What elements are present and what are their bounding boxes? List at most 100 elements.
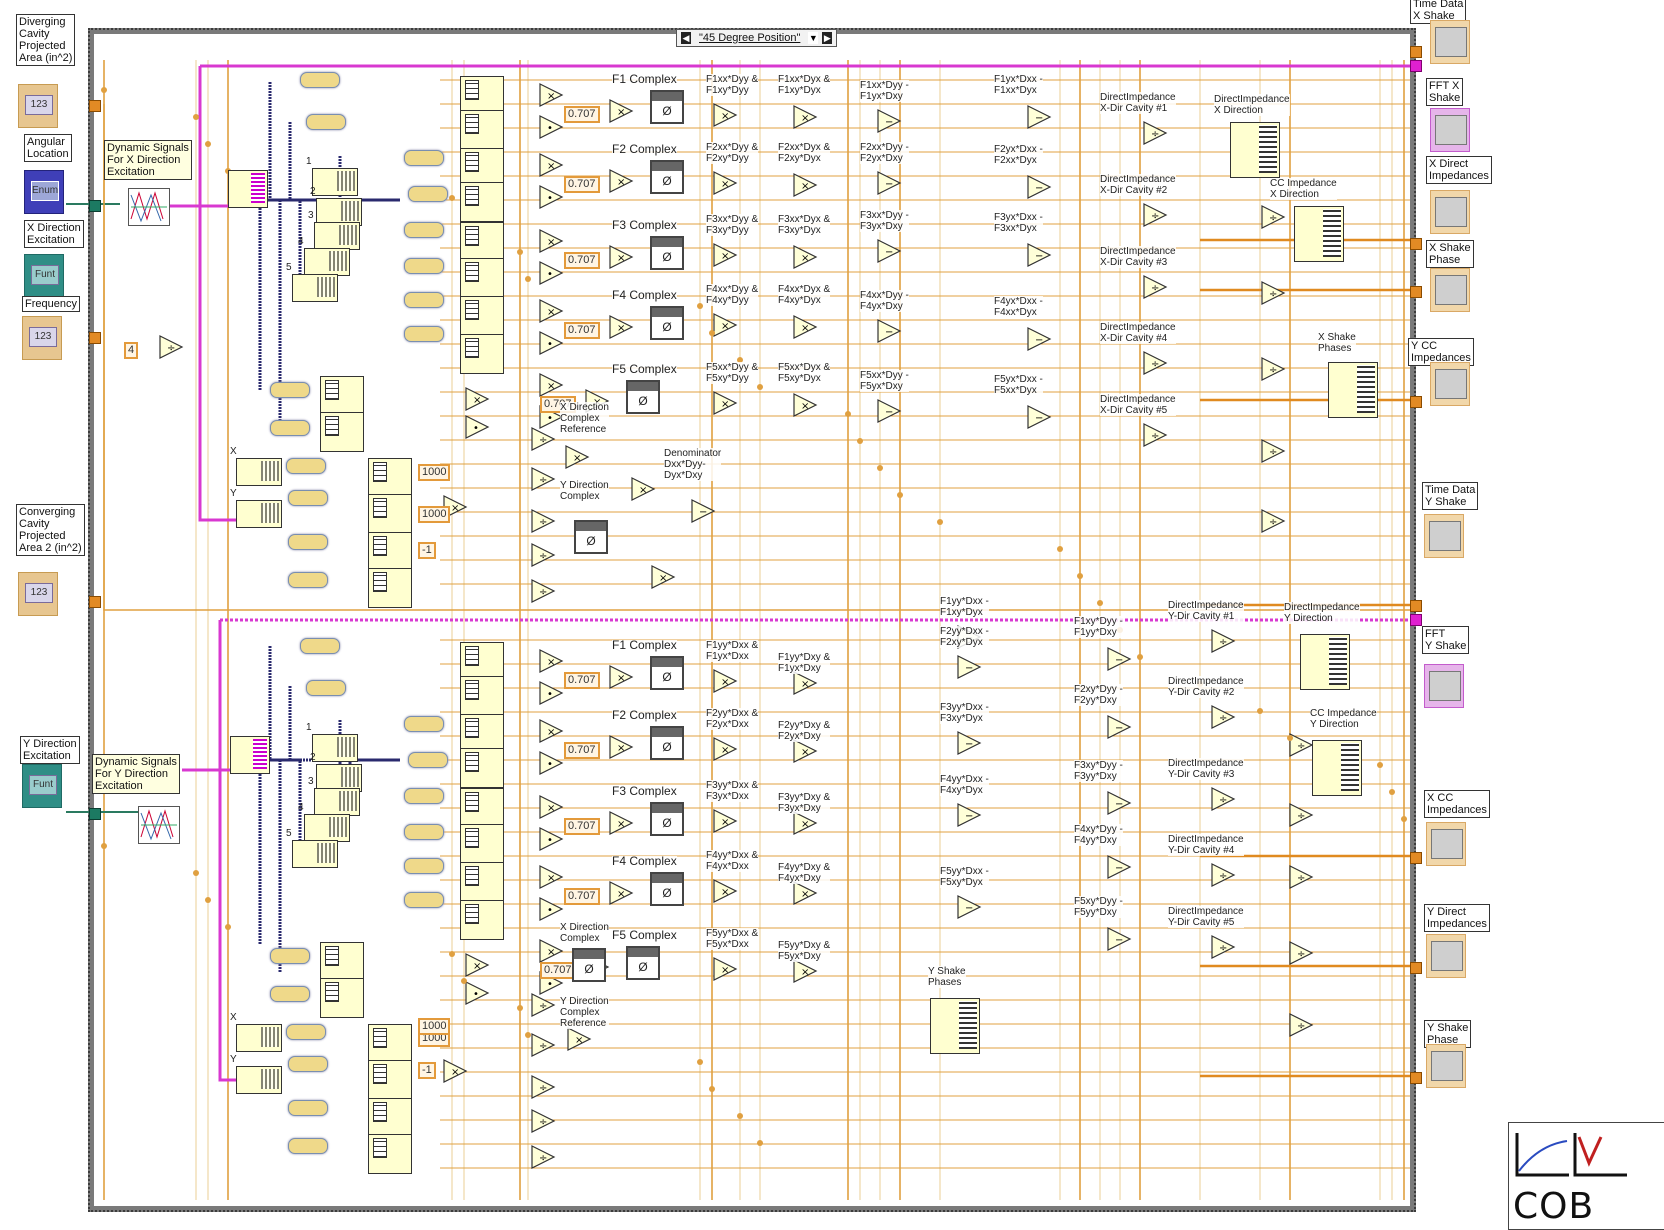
polar-to-complex-node[interactable]: Ø — [626, 380, 660, 414]
multiply-node[interactable]: × — [793, 315, 818, 339]
fft-y-shake-indicator[interactable] — [1424, 664, 1464, 708]
to-double-node[interactable] — [270, 420, 310, 436]
divide-node[interactable]: ÷ — [1211, 863, 1236, 887]
direct-impedance-bundle[interactable] — [1300, 634, 1350, 690]
multiply-node[interactable]: × — [539, 865, 564, 889]
divide-node[interactable]: ÷ — [531, 579, 556, 603]
multiply-node[interactable]: × — [713, 313, 738, 337]
x-direct-impedances-indicator[interactable] — [1430, 190, 1470, 234]
build-array-node[interactable] — [460, 182, 504, 222]
to-double-node[interactable] — [270, 382, 310, 398]
subtract-node[interactable]: − — [1107, 855, 1132, 879]
tunnel[interactable] — [89, 200, 101, 212]
to-double-node[interactable] — [288, 1100, 328, 1116]
negate-node[interactable]: • — [539, 681, 564, 705]
index-array[interactable] — [292, 274, 338, 302]
divide-node[interactable]: ÷ — [531, 1033, 556, 1057]
divide-node[interactable]: ÷ — [1211, 787, 1236, 811]
divide-node[interactable]: ÷ — [159, 335, 184, 359]
to-double-node[interactable] — [408, 186, 448, 202]
polar-to-complex-node[interactable]: Ø — [650, 160, 684, 194]
tunnel[interactable] — [89, 332, 101, 344]
divide-node[interactable]: ÷ — [1289, 733, 1314, 757]
divide-node[interactable]: ÷ — [1261, 439, 1286, 463]
case-selector[interactable]: ◀ "45 Degree Position" ▼ ▶ — [676, 29, 838, 47]
to-double-node[interactable] — [288, 1138, 328, 1154]
multiply-node[interactable]: × — [793, 671, 818, 695]
multiply-node[interactable]: × — [609, 315, 634, 339]
multiply-node[interactable]: × — [565, 445, 590, 469]
multiply-node[interactable]: × — [609, 169, 634, 193]
negate-node[interactable]: • — [539, 827, 564, 851]
dynamic-signals-vi[interactable] — [138, 806, 180, 844]
converging-area-control[interactable]: 123 — [18, 572, 58, 616]
to-double-node[interactable] — [286, 1024, 326, 1040]
multiply-node[interactable]: × — [713, 103, 738, 127]
case-next-arrow-icon[interactable]: ▶ — [822, 32, 833, 44]
to-double-node[interactable] — [404, 858, 444, 874]
multiply-node[interactable]: × — [793, 881, 818, 905]
negate-node[interactable]: • — [539, 897, 564, 921]
build-array-node[interactable] — [460, 748, 504, 788]
subtract-node[interactable]: − — [1027, 327, 1052, 351]
divide-node[interactable]: ÷ — [1143, 203, 1168, 227]
multiply-node[interactable]: × — [793, 173, 818, 197]
multiply-node[interactable]: × — [793, 959, 818, 983]
multiply-node[interactable]: × — [793, 105, 818, 129]
divide-node[interactable]: ÷ — [531, 427, 556, 451]
subtract-node[interactable]: − — [957, 895, 982, 919]
multiply-node[interactable]: × — [609, 881, 634, 905]
build-array-node[interactable] — [320, 942, 364, 982]
divide-node[interactable]: ÷ — [531, 543, 556, 567]
polar-to-complex-node[interactable]: Ø — [650, 802, 684, 836]
divide-node[interactable]: ÷ — [1211, 935, 1236, 959]
to-double-node[interactable] — [300, 638, 340, 654]
multiply-node[interactable]: × — [609, 811, 634, 835]
subtract-node[interactable]: − — [1107, 647, 1132, 671]
build-array-node[interactable] — [460, 258, 504, 298]
polar-to-complex-node[interactable]: Ø — [650, 236, 684, 270]
to-double-node[interactable] — [288, 1056, 328, 1072]
x-direction-excitation-control[interactable]: Funt — [24, 254, 64, 298]
to-double-node[interactable] — [306, 680, 346, 696]
multiply-node[interactable]: × — [713, 737, 738, 761]
subtract-node[interactable]: − — [877, 171, 902, 195]
index-array[interactable] — [236, 458, 282, 486]
tunnel[interactable] — [1410, 600, 1422, 612]
subtract-node[interactable]: − — [1027, 175, 1052, 199]
divide-node[interactable]: ÷ — [1143, 423, 1168, 447]
multiply-node[interactable]: × — [539, 299, 564, 323]
multiply-node[interactable]: × — [713, 243, 738, 267]
build-array-node[interactable] — [460, 862, 504, 902]
multiply-node[interactable]: × — [443, 1059, 468, 1083]
multiply-node[interactable]: × — [465, 953, 490, 977]
subtract-node[interactable]: − — [877, 109, 902, 133]
divide-node[interactable]: ÷ — [1289, 803, 1314, 827]
multiply-node[interactable]: × — [713, 809, 738, 833]
divide-node[interactable]: ÷ — [531, 467, 556, 491]
divide-node[interactable]: ÷ — [1143, 351, 1168, 375]
build-array-node[interactable] — [460, 900, 504, 940]
index-array[interactable] — [314, 788, 360, 816]
divide-node[interactable]: ÷ — [531, 1145, 556, 1169]
build-array-node[interactable] — [368, 532, 412, 572]
shake-phases-bundle[interactable] — [1328, 362, 1378, 418]
polar-to-complex-node[interactable]: Ø — [572, 948, 606, 982]
build-array-node[interactable] — [368, 1134, 412, 1174]
cc-impedance-bundle[interactable] — [1294, 206, 1344, 262]
subtract-node[interactable]: − — [1027, 243, 1052, 267]
multiply-node[interactable]: × — [793, 245, 818, 269]
divide-node[interactable]: ÷ — [1289, 941, 1314, 965]
subtract-node[interactable]: − — [1107, 791, 1132, 815]
build-array-node[interactable] — [368, 1060, 412, 1100]
multiply-node[interactable]: × — [539, 649, 564, 673]
to-double-node[interactable] — [404, 222, 444, 238]
divide-node[interactable]: ÷ — [1143, 275, 1168, 299]
split-signals-x[interactable] — [228, 170, 268, 208]
subtract-node[interactable]: − — [877, 239, 902, 263]
build-array-node[interactable] — [460, 714, 504, 754]
divide-node[interactable]: ÷ — [1289, 865, 1314, 889]
tunnel[interactable] — [1410, 614, 1422, 626]
angular-location-control[interactable]: Enum — [24, 170, 64, 214]
polar-to-complex-node[interactable]: Ø — [574, 520, 608, 554]
